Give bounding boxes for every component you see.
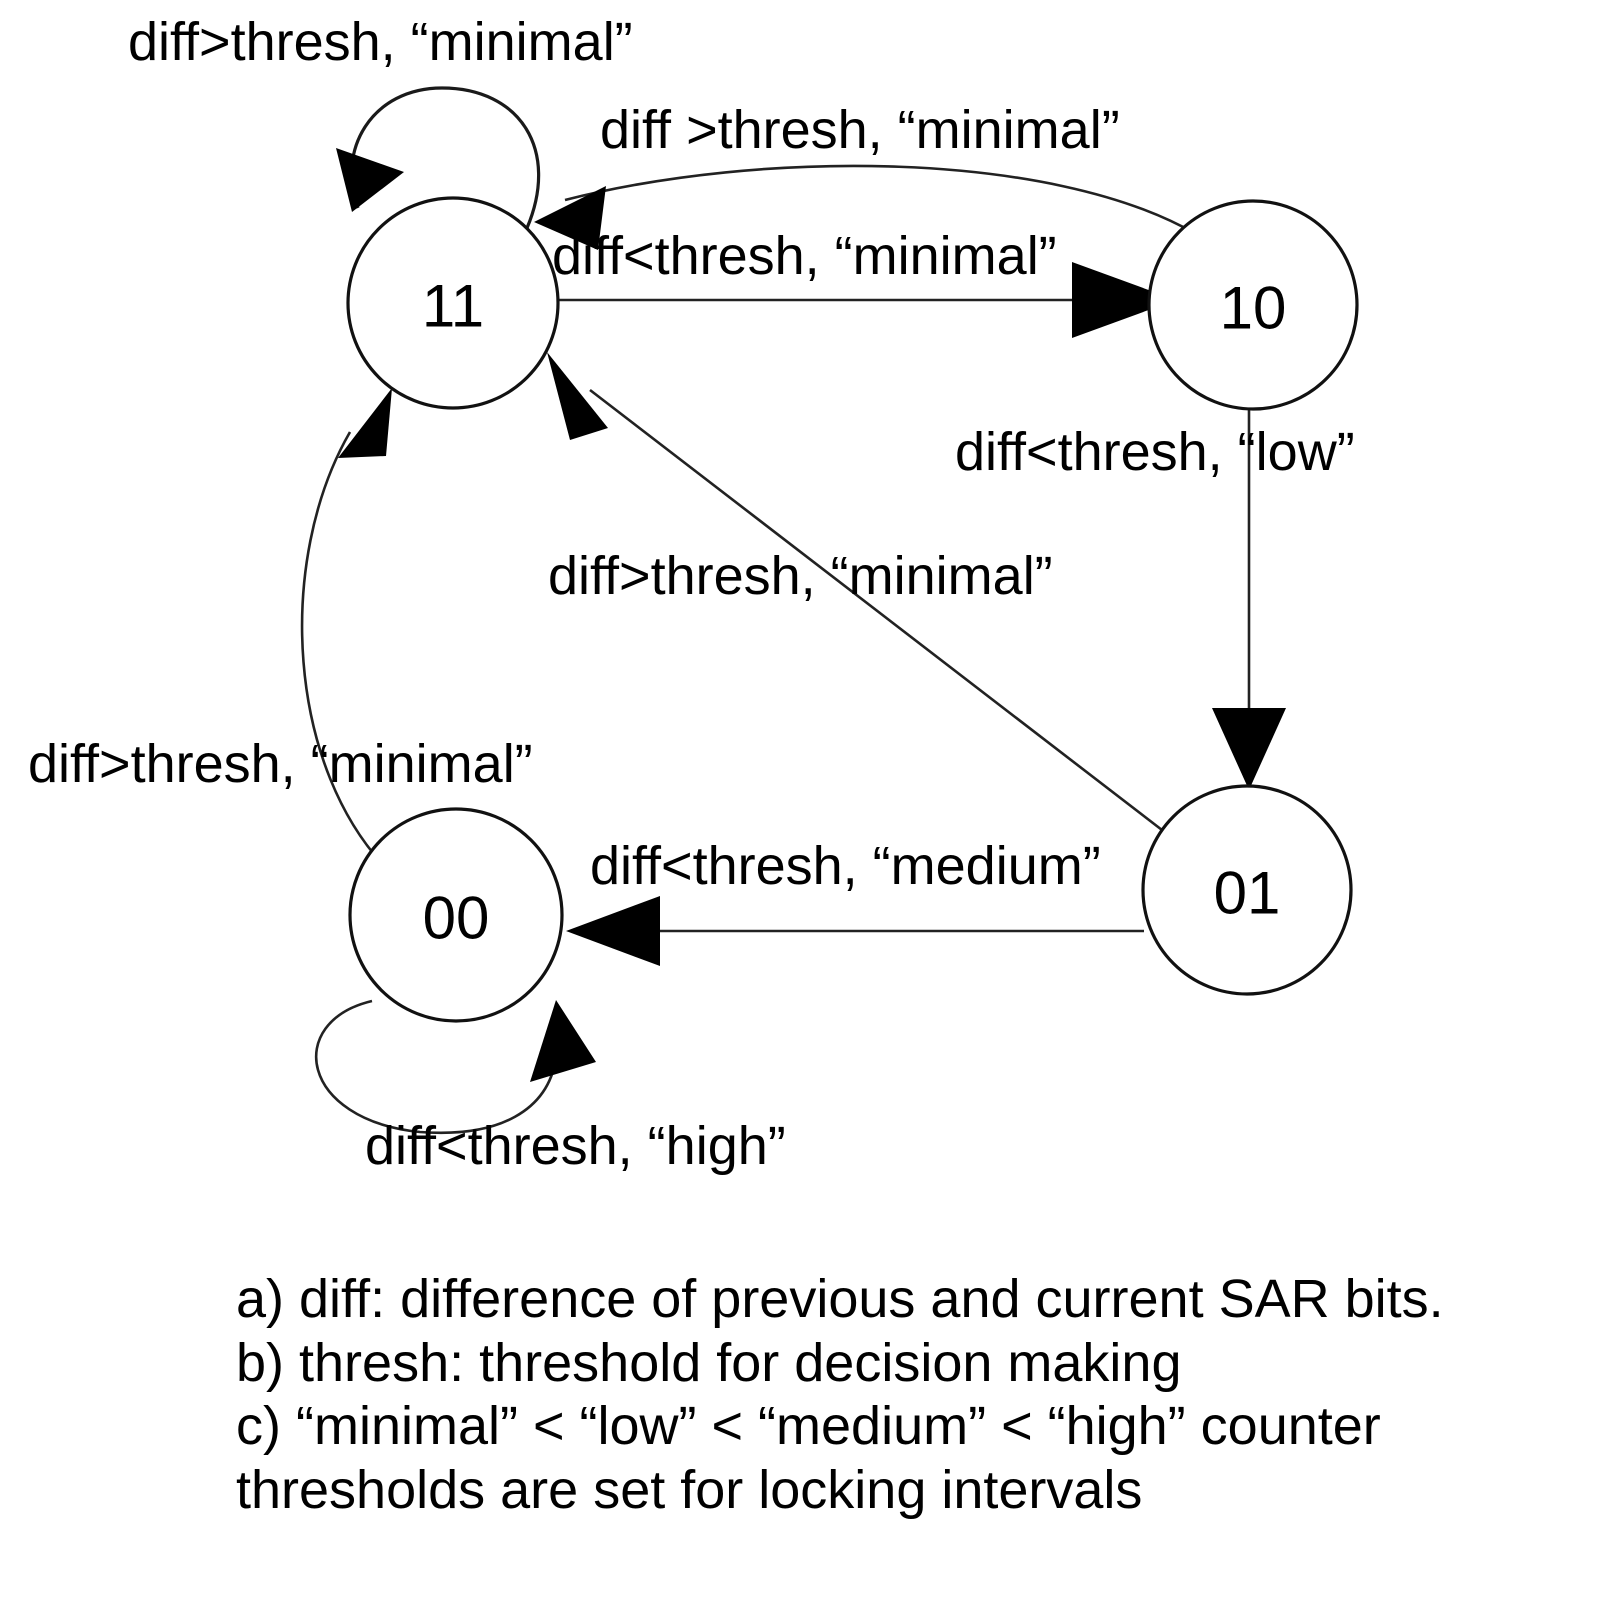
edge-label-00-to-11: diff>thresh, “minimal”: [28, 734, 533, 794]
edge-label-01-to-11: diff>thresh, “minimal”: [548, 546, 1053, 606]
transition-10-to-11: [534, 164, 1197, 250]
transition-00-to-11: [300, 388, 393, 875]
transition-01-to-11: [547, 352, 1163, 832]
state-circle-10[interactable]: [1147, 199, 1359, 411]
caption-line-b: b) thresh: threshold for decision making: [236, 1332, 1182, 1393]
transition-10-to-01: [1212, 409, 1286, 790]
state-label-01: 01: [1214, 860, 1281, 927]
caption-line-c-cont: thresholds are set for locking intervals: [236, 1460, 1143, 1521]
arrowhead-00-to-11: [338, 388, 392, 458]
transition-01-to-00: [566, 896, 1144, 966]
arrowhead-10-to-01: [1212, 708, 1286, 790]
edge-label-10-to-11: diff >thresh, “minimal”: [600, 100, 1120, 160]
curve-10-to-11-path: [564, 164, 1197, 236]
arrowhead-self-loop-11: [336, 148, 404, 212]
arrowhead-10-to-11: [534, 186, 606, 250]
self-loop-11-path: [349, 86, 541, 229]
state-circle-11[interactable]: [346, 196, 560, 410]
caption-line-a: a) diff: difference of previous and curr…: [236, 1269, 1444, 1329]
diagram-caption: a) diff: difference of previous and curr…: [236, 1268, 1576, 1523]
state-node-10[interactable]: 10: [1147, 199, 1359, 411]
state-node-00[interactable]: 00: [348, 807, 564, 1023]
state-label-00: 00: [423, 885, 490, 952]
arrowhead-01-to-11: [547, 352, 608, 440]
edge-label-00-to-00: diff<thresh, “high”: [365, 1116, 786, 1176]
transition-11-to-10: [558, 262, 1176, 338]
arrowhead-self-loop-00: [530, 1000, 596, 1082]
arrowhead-11-to-10: [1072, 262, 1176, 338]
state-label-11: 11: [422, 273, 484, 340]
state-circle-00[interactable]: [348, 807, 564, 1023]
transition-00-to-00: [314, 999, 596, 1135]
arrowhead-01-to-00: [566, 896, 660, 966]
transition-11-to-11: [336, 86, 541, 229]
line-01-to-11: [589, 388, 1163, 832]
curve-00-to-11-path: [300, 431, 393, 875]
edge-label-01-to-00: diff<thresh, “medium”: [590, 836, 1101, 896]
state-node-11[interactable]: 11: [346, 196, 560, 410]
self-loop-00-path: [314, 999, 558, 1135]
edge-label-10-to-01: diff<thresh, “low”: [955, 422, 1355, 482]
state-label-10: 10: [1220, 275, 1287, 342]
caption-line-c: c) “minimal” < “low” < “medium” < “high”…: [236, 1396, 1381, 1457]
edge-label-11-to-11: diff>thresh, “minimal”: [128, 12, 633, 72]
state-circle-01[interactable]: [1141, 784, 1353, 996]
state-node-01[interactable]: 01: [1141, 784, 1353, 996]
edge-label-11-to-10: diff<thresh, “minimal”: [552, 226, 1057, 286]
